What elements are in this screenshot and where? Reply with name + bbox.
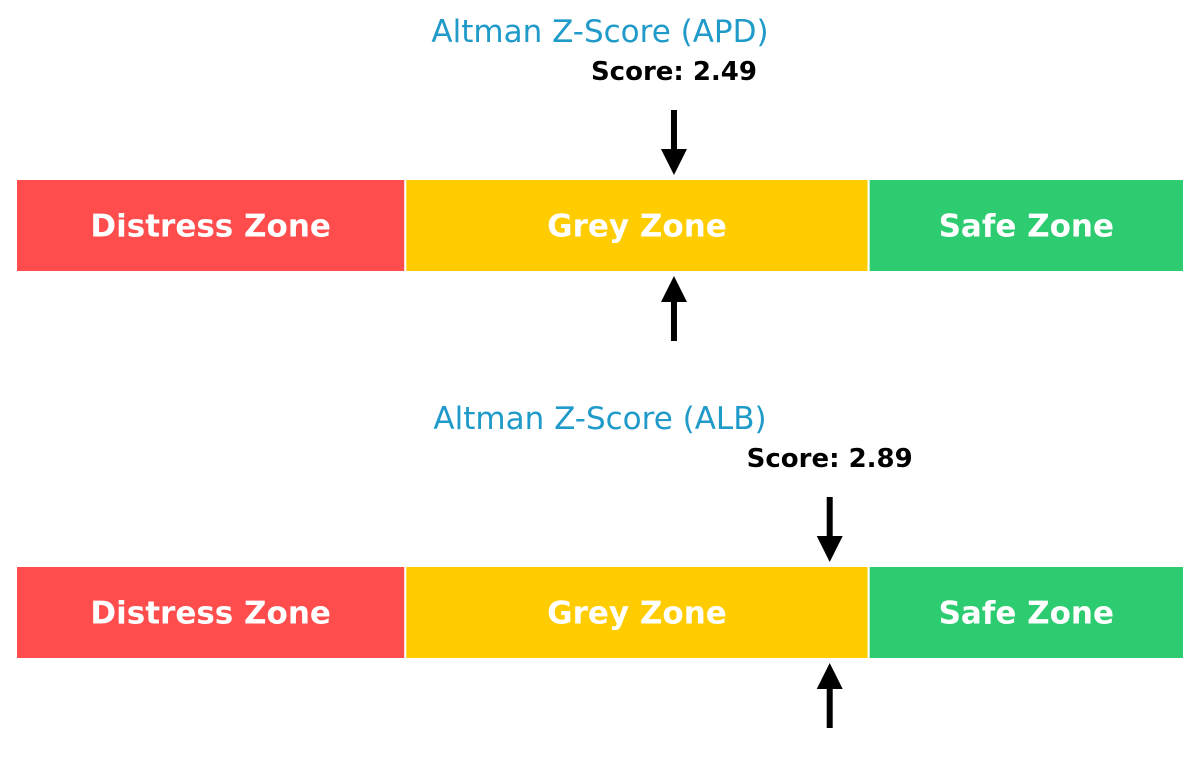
score-marker-down-arrow-icon-head xyxy=(816,536,843,562)
zone-label: Grey Zone xyxy=(547,596,727,632)
zone-label: Distress Zone xyxy=(90,209,331,245)
zone-bar-grey-zone xyxy=(404,565,870,660)
score-marker-up-arrow-icon xyxy=(816,663,843,728)
score-marker-up-arrow-icon xyxy=(660,276,687,341)
score-marker-up-arrow-icon-head xyxy=(660,276,687,302)
score-marker-up-arrow-icon-shaft xyxy=(670,301,677,341)
gauge-title: Altman Z-Score (APD) xyxy=(431,14,768,50)
score-label: Score: 2.49 xyxy=(591,57,757,87)
score-marker-down-arrow-icon xyxy=(660,110,687,175)
zone-bar-distress-zone xyxy=(15,178,407,273)
score-marker-up-arrow-icon-shaft xyxy=(826,688,833,728)
gauge-panel: Altman Z-Score (ALB) Score: 2.89Distress … xyxy=(15,401,1185,728)
score-marker-down-arrow-icon xyxy=(816,497,843,562)
score-marker-down-arrow-icon-head xyxy=(660,149,687,175)
zone-bar-safe-zone xyxy=(867,565,1185,660)
zone-bar-grey-zone xyxy=(404,178,870,273)
score-marker-up-arrow-icon-head xyxy=(816,663,843,689)
zone-bar-safe-zone xyxy=(867,178,1185,273)
score-label: Score: 2.89 xyxy=(747,444,913,474)
zone-label: Distress Zone xyxy=(90,596,331,632)
zone-bar-distress-zone xyxy=(15,565,407,660)
zone-label: Safe Zone xyxy=(939,596,1114,632)
zone-label: Safe Zone xyxy=(939,209,1114,245)
score-marker-down-arrow-icon-shaft xyxy=(826,497,833,537)
score-marker-down-arrow-icon-shaft xyxy=(670,110,677,150)
gauge-panel: Altman Z-Score (APD) Score: 2.49Distress … xyxy=(15,14,1185,341)
gauge-title: Altman Z-Score (ALB) xyxy=(433,401,766,437)
zone-label: Grey Zone xyxy=(547,209,727,245)
